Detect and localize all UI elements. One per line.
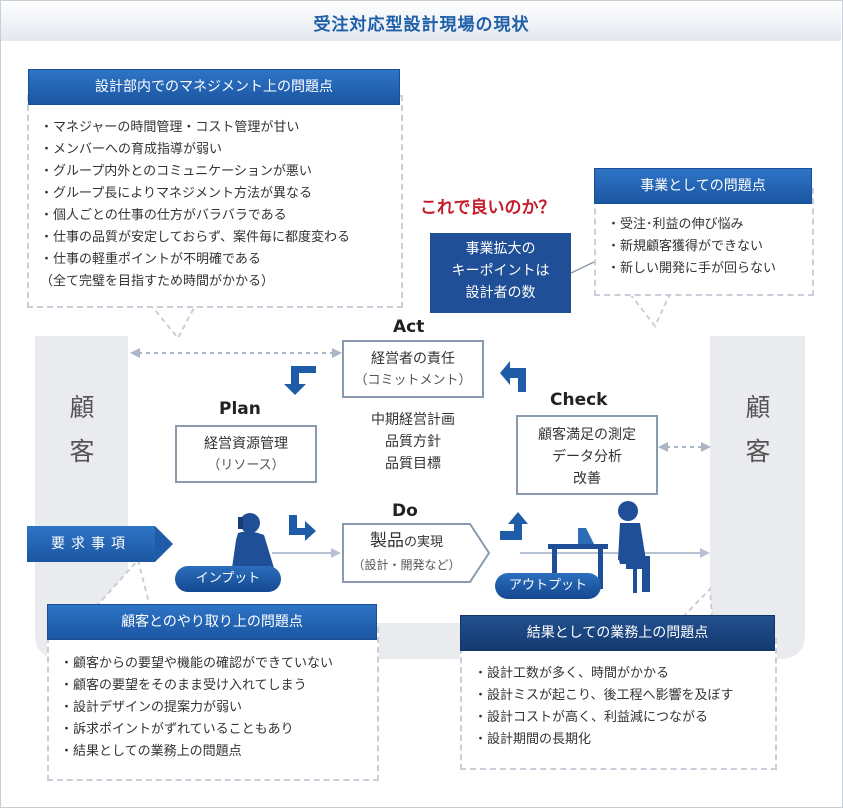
management-issues-list: ・マネジャーの時間管理・コスト管理が甘い ・メンバーへの育成指導が弱い ・グルー… [40, 117, 350, 293]
check-box-line-3: 改善 [573, 471, 601, 487]
management-callout-tail [147, 303, 198, 340]
customer-left-char-1: 顧 [69, 393, 95, 422]
policy-line-2: 品質方針 [385, 434, 441, 450]
header-bar [1, 1, 841, 41]
desk-worker-icon [548, 501, 650, 593]
list-item: ・設計工数が多く、時間がかかる [474, 666, 670, 681]
list-item: ・新しい開発に手が回らない [607, 261, 777, 276]
cycle-arrow-act-to-plan [284, 366, 316, 395]
kpi-box: 事業拡大の キーポイントは 設計者の数 [430, 233, 571, 313]
list-item: ・設計コストが高く、利益減につながる [474, 710, 709, 725]
result-issues-title: 結果としての業務上の問題点 [460, 615, 775, 651]
list-item: ・訴求ポイントがずれていることもあり [60, 722, 294, 737]
kpi-line-3: 設計者の数 [465, 285, 536, 301]
cycle-arrow-do-to-check [500, 512, 528, 540]
customer-left-char-2: 客 [69, 437, 95, 466]
customer-issues-panel [47, 627, 379, 781]
kpi-line-2: キーポイントは [451, 263, 550, 279]
customer-left: 顧 客 [63, 386, 101, 474]
list-item: ・仕事の品質が安定しておらず、案件毎に都度変わる [40, 230, 351, 245]
do-box-sub: （設計・開発など） [352, 558, 461, 572]
business-callout-tail [627, 293, 672, 328]
check-box: 顧客満足の測定 データ分析 改善 [516, 415, 658, 495]
list-item: ・マネジャーの時間管理・コスト管理が甘い [40, 120, 300, 135]
result-issues-list: ・設計工数が多く、時間がかかる ・設計ミスが起こり、後工程へ影響を及ぼす ・設計… [474, 663, 733, 751]
do-box: 製品の実現 （設計・開発など） [343, 530, 470, 576]
policy-line-1: 中期経営計画 [371, 412, 455, 428]
cycle-arrow-check-to-act [500, 361, 526, 392]
customer-right: 顧 客 [739, 386, 777, 474]
list-item: ・グループ長によりマネジメント方法が異なる [40, 186, 312, 201]
list-item: ・設計ミスが起こり、後工程へ影響を及ぼす [474, 688, 734, 703]
list-item: ・新規顧客獲得ができない [607, 239, 764, 254]
list-item: ・顧客の要望をそのまま受け入れてしまう [60, 678, 307, 693]
result-issues-panel [460, 638, 777, 770]
act-box-line-1: 経営者の責任 [371, 351, 455, 367]
act-box-line-2: （コミットメント） [354, 373, 472, 388]
request-label: 要求事項 [27, 526, 155, 562]
plan-box-line-1: 経営資源管理 [204, 436, 288, 452]
list-item: ・受注･利益の伸び悩み [607, 217, 744, 232]
list-item: ・設計期間の長期化 [474, 732, 592, 747]
management-issues-panel [27, 95, 403, 308]
list-item: ・顧客からの要望や機能の確認ができていない [60, 656, 334, 671]
business-issues-title: 事業としての問題点 [594, 168, 812, 204]
customer-right-char-1: 顧 [745, 393, 771, 422]
stage-check-label: Check [550, 390, 608, 410]
do-box-main-large: 製品 [369, 531, 404, 551]
plan-box: 経営資源管理 （リソース） [175, 425, 317, 483]
plan-box-line-2: （リソース） [207, 458, 285, 473]
business-issues-panel [594, 188, 814, 296]
stage-act-label: Act [393, 317, 425, 337]
management-issues-title: 設計部内でのマネジメント上の問題点 [28, 69, 400, 105]
customer-issues-list: ・顧客からの要望や機能の確認ができていない ・顧客の要望をそのまま受け入れてしま… [60, 653, 333, 763]
kpi-line-1: 事業拡大の [465, 241, 536, 257]
policy-text: 中期経営計画 品質方針 品質目標 [358, 409, 468, 475]
kpi-pointer [570, 261, 595, 274]
list-item: ・メンバーへの育成指導が弱い [40, 142, 223, 157]
request-arrow-tip [155, 526, 173, 562]
customer-issues-title: 顧客とのやり取り上の問題点 [47, 604, 377, 640]
list-item: ・設計デザインの提案力が弱い [60, 700, 243, 715]
list-item: ・個人ごとの仕事の仕方がバラバラである [40, 208, 287, 223]
business-issues-list: ・受注･利益の伸び悩み ・新規顧客獲得ができない ・新しい開発に手が回らない [607, 214, 776, 280]
list-item: ・グループ内外とのコミュニケーションが悪い [40, 164, 312, 179]
input-pill: インプット [175, 566, 281, 592]
stage-do-label: Do [392, 501, 418, 521]
cycle-arrow-plan-to-do [289, 515, 316, 541]
list-item: （全て完璧を目指すため時間がかかる） [40, 274, 275, 289]
do-box-main-rest: の実現 [403, 535, 443, 550]
output-pill: アウトプット [495, 573, 601, 599]
page-title: 受注対応型設計現場の現状 [313, 15, 530, 35]
policy-line-3: 品質目標 [385, 456, 441, 472]
customer-right-char-2: 客 [745, 437, 771, 466]
check-box-line-2: データ分析 [552, 449, 622, 465]
check-box-line-1: 顧客満足の測定 [538, 427, 636, 443]
act-box: 経営者の責任 （コミットメント） [342, 340, 484, 398]
list-item: ・仕事の軽重ポイントが不明確である [40, 252, 261, 267]
phone-person-icon [232, 513, 274, 568]
stage-plan-label: Plan [219, 399, 261, 419]
list-item: ・結果としての業務上の問題点 [60, 744, 242, 759]
question-text: これで良いのか？ [420, 198, 556, 218]
